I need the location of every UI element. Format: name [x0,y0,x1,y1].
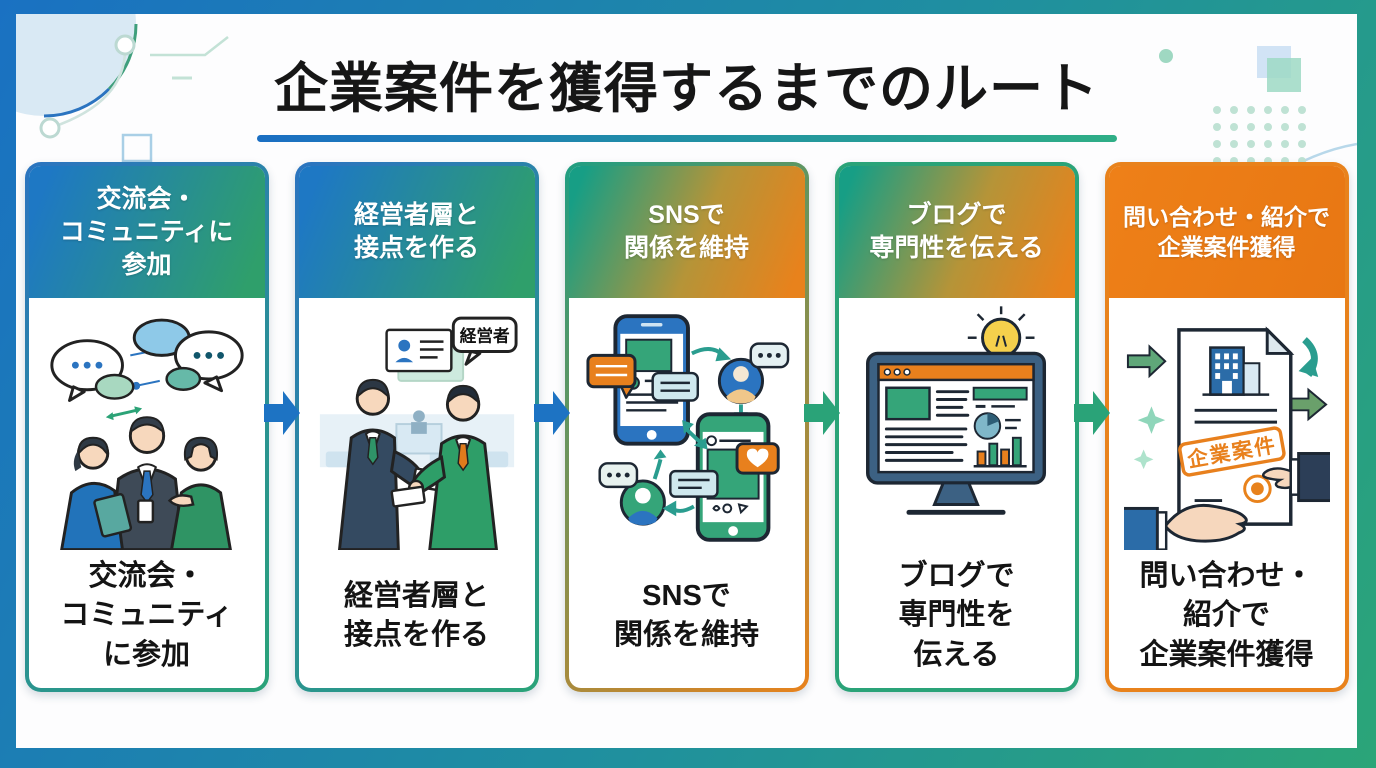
caption-line: 経営者層と [343,579,489,612]
step-4-caption: ブログで 専門性を 伝える [839,550,1075,688]
person-right-ceo [390,384,498,550]
dots-bubble [597,462,638,489]
hand-left [1123,504,1248,550]
building-icon [1201,346,1269,396]
step-card-4: ブログで 専門性を伝える [834,162,1079,692]
flow-arrow-3 [803,162,840,684]
contract-document: 企業案件 [1176,326,1294,526]
step-2-caption: 経営者層と 接点を作る [299,550,535,688]
header-line: 企業案件獲得 [1157,234,1296,260]
header-line: 接点を作る [353,234,479,262]
bar-chart [973,436,1027,468]
caption-line: 企業案件獲得 [1139,638,1314,671]
caption-line: に参加 [102,638,190,671]
step-2-header: 経営者層と 接点を作る [298,166,535,298]
chat-bubble-orange [585,353,636,399]
caption-line: コミュニティ [60,599,233,632]
step-3-caption: SNSで 関係を維持 [569,550,805,688]
step-card-5: 問い合わせ・紹介で 企業案件獲得 [1104,162,1349,692]
header-line: 参加 [121,250,172,279]
ceo-speech-bubble: 経営者 [451,316,518,366]
heart-badge-icon [735,442,780,475]
step-4-header: ブログで 専門性を伝える [838,166,1075,298]
hand-right [1261,452,1330,503]
arrow-right-icon [1073,391,1110,435]
step-5-caption: 問い合わせ・ 紹介で 企業案件獲得 [1109,550,1345,688]
title-block: 企業案件を獲得するまでのルート [16,14,1357,142]
step-5-header: 問い合わせ・紹介で 企業案件獲得 [1108,166,1345,298]
networking-people-icon [28,298,265,550]
header-line: 経営者層と [353,201,479,229]
flow-diagram: 交流会・ コミュニティに 参加 [16,162,1357,692]
step-card-3: SNSで 関係を維持 [564,162,809,692]
title-underline [256,135,1117,142]
header-line: 専門性を伝える [869,234,1044,262]
person-left-suit [337,378,450,550]
name-card-icon [384,328,464,382]
caption-line: 交流会・ [88,559,205,592]
avatar-blue [717,357,764,404]
contract-handshake-icon: 企業案件 [1108,298,1345,550]
person-right [167,436,232,550]
caption-line: 接点を作る [343,619,489,651]
header-line: SNSで [648,201,725,229]
arrow-right-icon [533,391,570,435]
caption-line: 関係を維持 [613,619,759,651]
avatar-green [619,479,666,526]
monitor [865,351,1046,515]
header-line: ブログで [906,201,1007,229]
header-line: 関係を維持 [623,234,749,262]
flow-arrow-4 [1073,162,1110,684]
flow-arrow-2 [533,162,570,684]
step-3-header: SNSで 関係を維持 [568,166,805,298]
step-1-header: 交流会・ コミュニティに 参加 [28,166,265,298]
sns-phones-icon [568,298,805,550]
arrow-right-icon [263,391,300,435]
caption-line: SNSで [642,579,731,612]
step-card-1: 交流会・ コミュニティに 参加 [24,162,269,692]
dots-bubble [749,342,789,369]
header-line: 問い合わせ・紹介で [1123,203,1330,230]
canvas: 企業案件を獲得するまでのルート 交流会・ コミュニティに 参加 [16,14,1357,748]
step-1-caption: 交流会・ コミュニティ に参加 [29,550,265,688]
message-bubble [668,469,719,498]
flow-arrow-1 [263,162,300,684]
chat-bubble-light [650,371,699,402]
business-card-exchange-icon: 経営者 [298,298,535,550]
caption-line: ブログで [898,559,1015,592]
arrow-right-icon [803,391,840,435]
header-line: コミュニティに [59,217,234,246]
caption-line: 紹介で [1182,599,1270,632]
caption-line: 伝える [913,638,1000,671]
caption-line: 問い合わせ・ [1139,559,1314,592]
page-title: 企業案件を獲得するまでのルート [274,59,1099,119]
person-left [59,436,132,550]
step-card-2: 経営者層と 接点を作る [294,162,539,692]
blog-monitor-icon [838,298,1075,550]
header-line: 交流会・ [96,184,197,213]
svg-text:経営者: 経営者 [459,326,509,346]
caption-line: 専門性を [898,599,1015,632]
